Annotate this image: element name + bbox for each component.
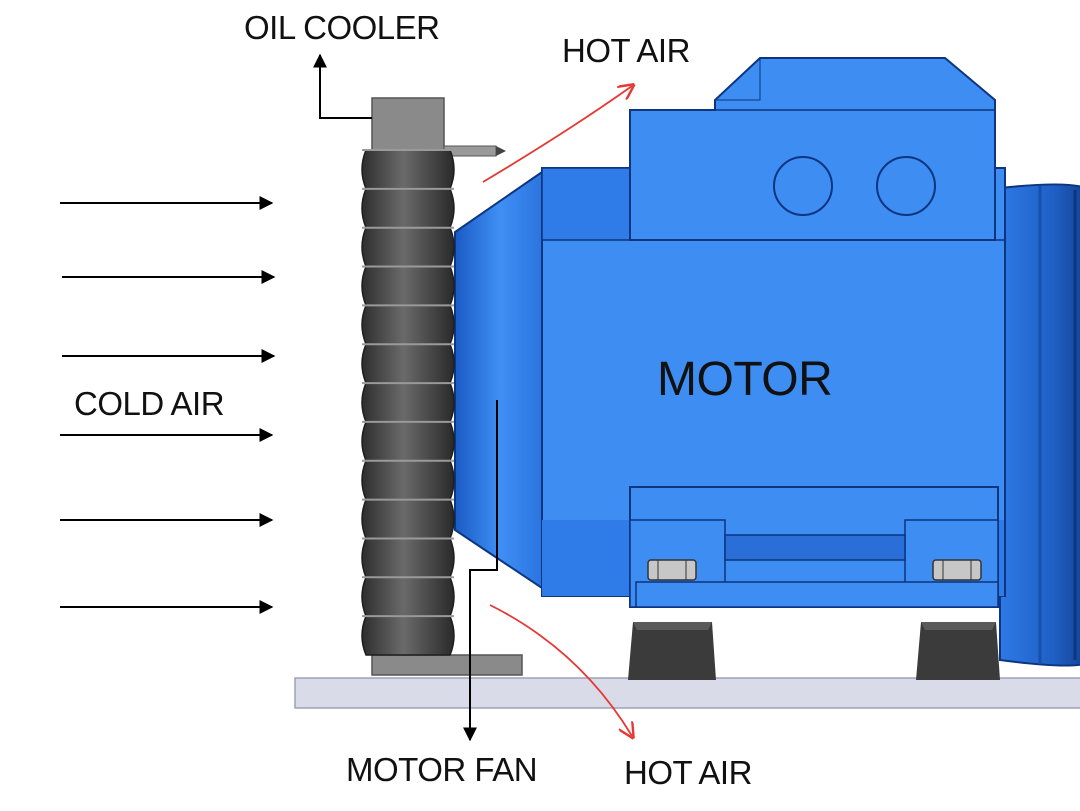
oil-cooler-label: OIL COOLER [244, 9, 440, 46]
cooler-fin [361, 343, 455, 384]
motor-end-flange [999, 183, 1080, 667]
cooler-fin [361, 421, 455, 462]
cooler-fin [361, 460, 455, 501]
base-plate [294, 677, 1080, 709]
cooler-fin [361, 188, 455, 229]
oil-cooler-callout-line [313, 53, 372, 119]
motor-fan-label: MOTOR FAN [346, 751, 538, 788]
hot-air-arrow-bottom [489, 604, 632, 736]
cooler-fin [361, 304, 455, 345]
cooler-fin [361, 226, 455, 268]
cooler-fin [361, 382, 455, 423]
cooler-fin [361, 149, 455, 190]
motor-fan-callout-line [463, 400, 498, 742]
cold-air-arrows [60, 196, 276, 614]
motor-feet [628, 622, 1000, 680]
cooler-fin [361, 265, 455, 307]
hot-air-arrow-top [482, 86, 632, 183]
cooler-fin [361, 615, 455, 656]
motor-label: MOTOR [657, 353, 833, 406]
motor-body [454, 57, 1006, 608]
cooler-fin [361, 537, 455, 579]
cooler-fins [361, 149, 455, 656]
cooler-fin [361, 576, 455, 617]
cold-air-label: COLD AIR [74, 385, 225, 422]
oil-cooler [361, 97, 523, 676]
hot-air-bottom-label: HOT AIR [624, 754, 752, 791]
cooler-fin [361, 498, 455, 540]
hot-air-top-label: HOT AIR [562, 32, 690, 69]
